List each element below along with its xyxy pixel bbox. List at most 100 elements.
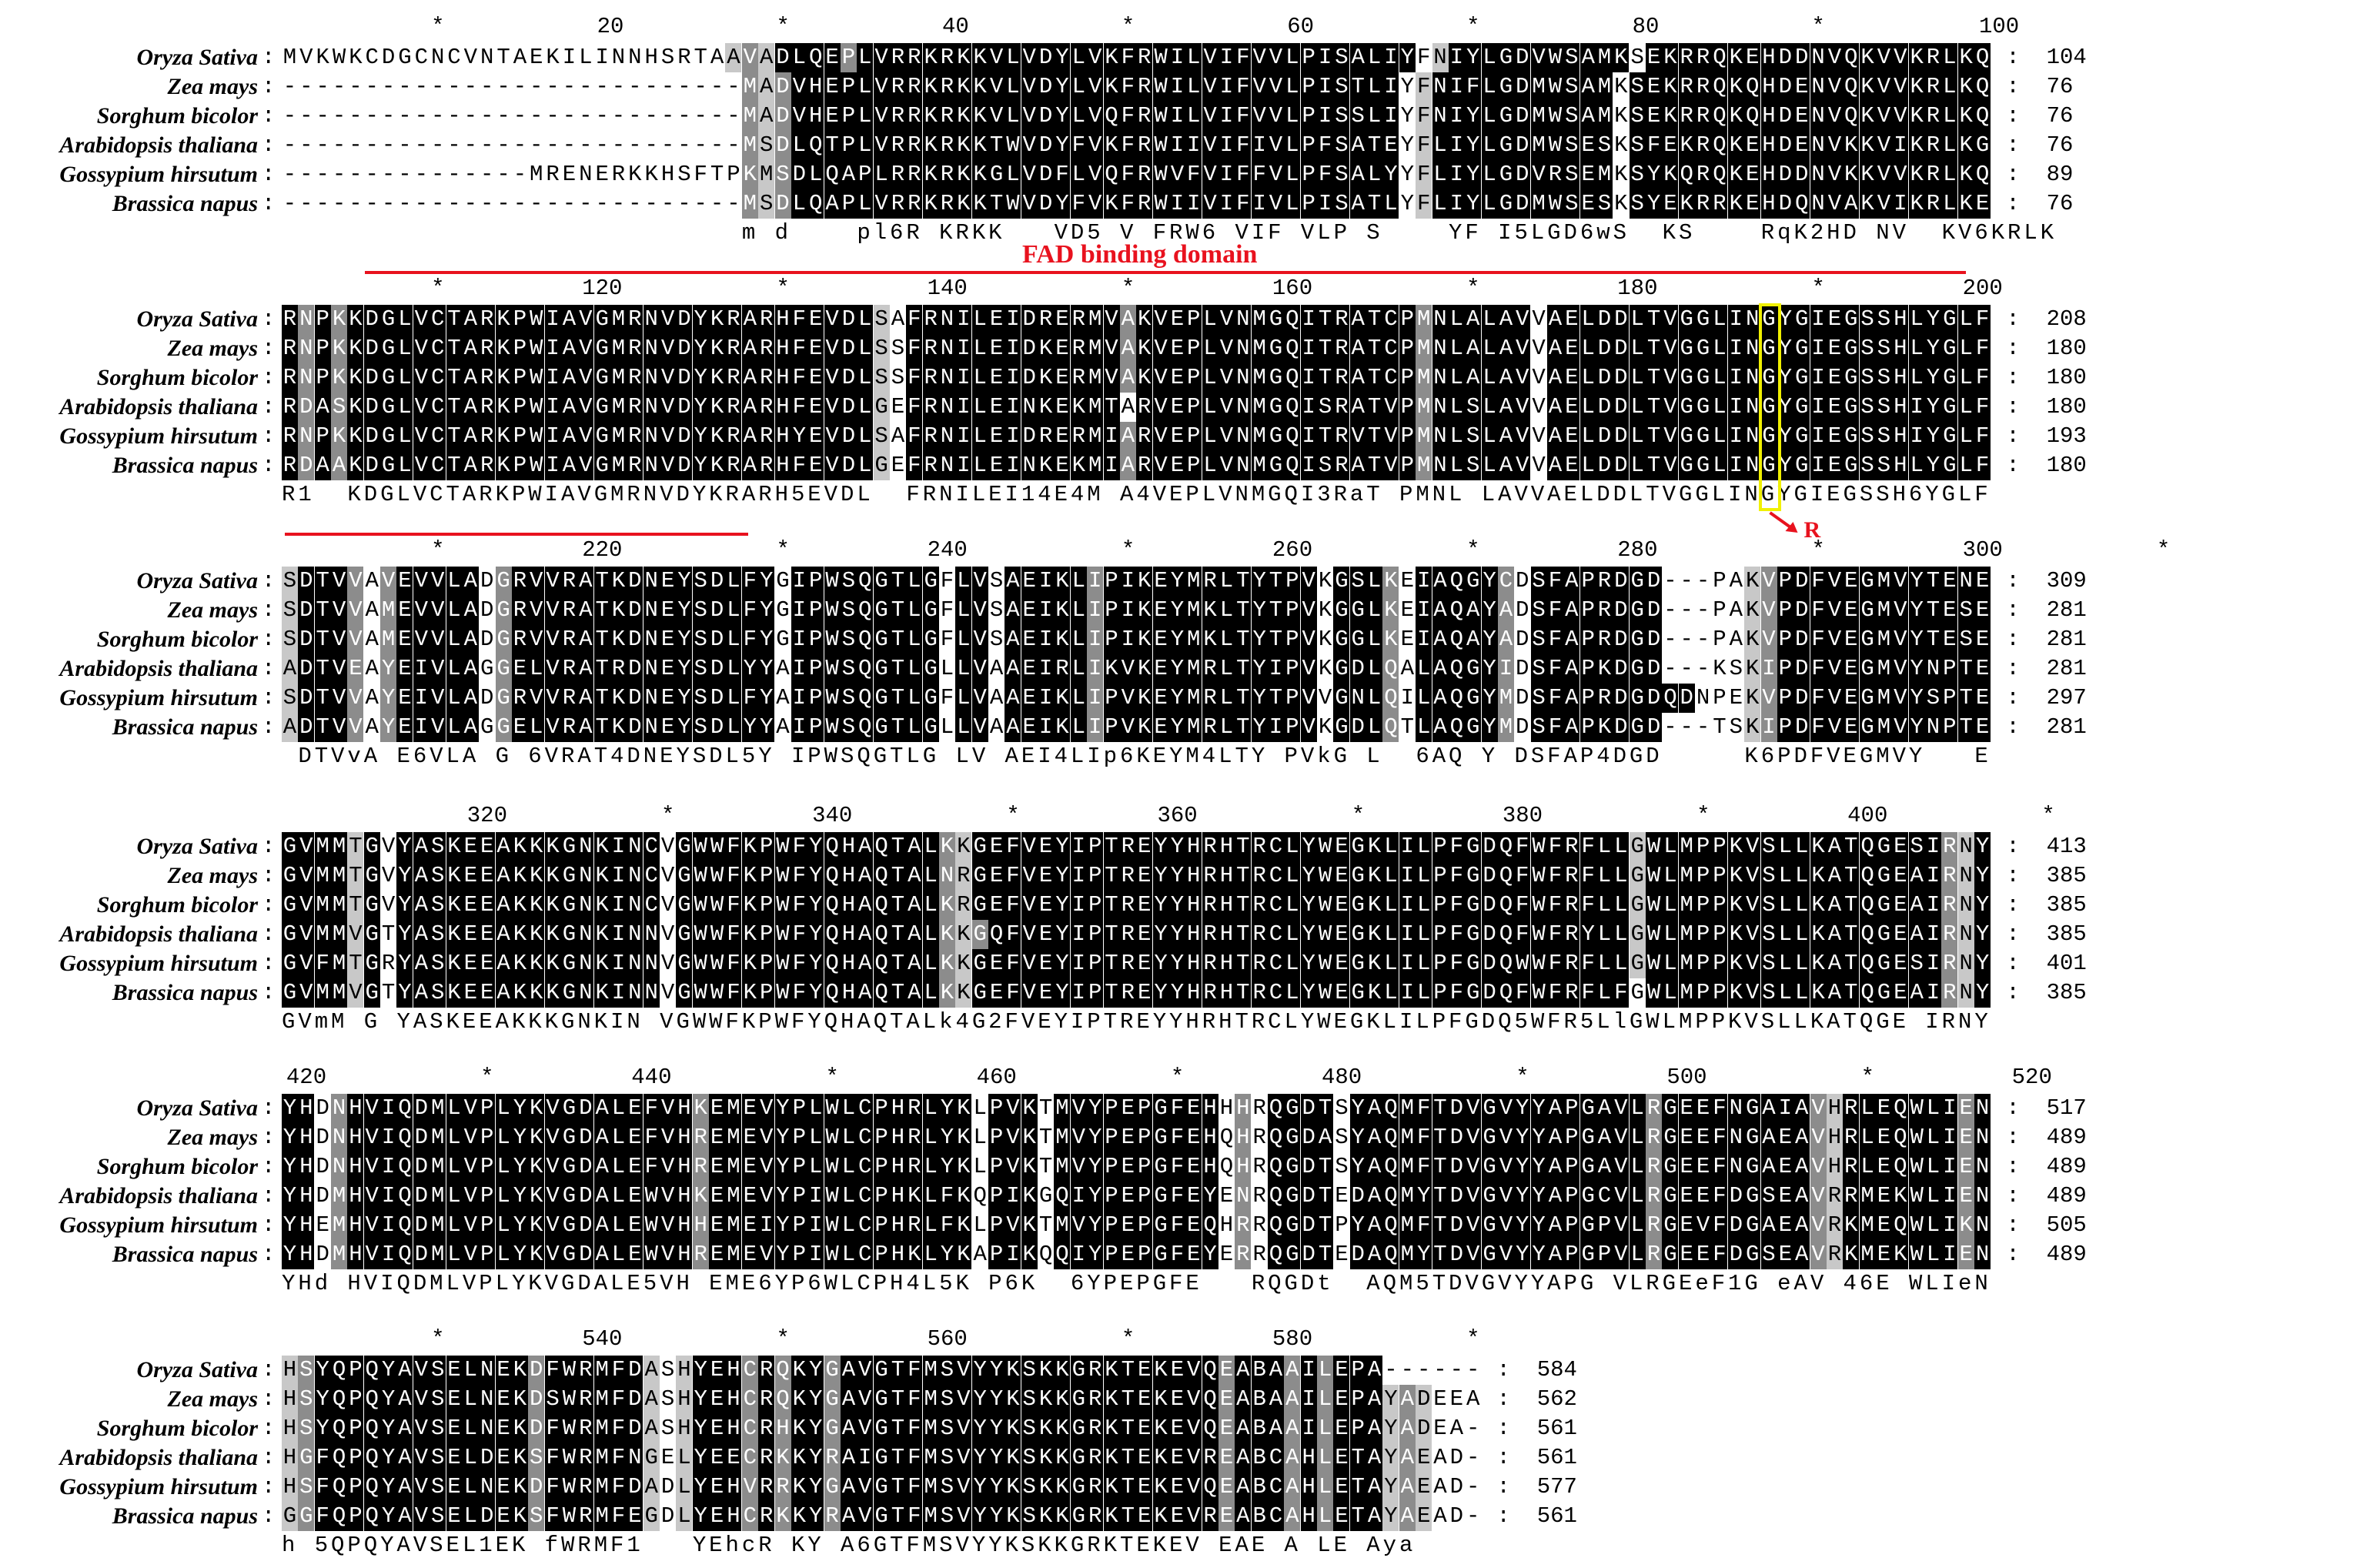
residue: T [1119,1473,1136,1502]
residue: P [1432,891,1449,920]
residue: D [1777,189,1793,219]
residue: A [1563,596,1580,625]
residue: K [1727,920,1744,949]
residue: V [1826,567,1843,596]
residue: D [840,422,857,451]
residue: S [430,949,446,978]
residue: G [922,625,939,654]
residue: H [676,1182,693,1211]
residue: L [1941,160,1958,189]
residue: P [1777,596,1793,625]
residue: H [298,1211,315,1240]
residue: H [282,1473,298,1502]
residue: L [1317,1443,1334,1473]
residue: E [660,1445,675,1470]
residue: D [298,713,315,742]
residue: E [709,1502,726,1531]
residue: F [1579,949,1596,978]
residue: M [1399,1123,1416,1152]
residue: L [922,1182,939,1211]
residue: D [381,45,396,70]
residue: N [643,920,660,949]
residue: M [725,1152,742,1182]
residue: V [430,684,446,713]
residue: L [922,1152,939,1182]
species-name: Sorghum bicolor [96,1416,258,1441]
residue: I [544,422,561,451]
residue: R [1843,1094,1860,1123]
residue: G [495,684,512,713]
residue: I [1892,189,1909,219]
residue: I [1119,625,1136,654]
residue: F [1005,832,1021,861]
residue: W [824,1240,841,1269]
residue: S [1629,131,1646,160]
residue: H [774,305,791,334]
residue: Y [1152,832,1169,861]
ruler-mark: * [1121,1326,1135,1352]
residue: D [1613,451,1630,480]
residue: G [1662,1182,1679,1211]
residue: R [1925,189,1941,219]
residue: I [544,451,561,480]
residue: G [1678,363,1695,393]
residue: E [1119,1123,1136,1152]
residue: P [511,393,528,422]
residue: M [331,978,348,1008]
residue: L [1793,949,1810,978]
residue: D [316,1183,329,1209]
residue: S [430,1356,446,1385]
residue: N [643,949,660,978]
residue: E [1449,1386,1464,1412]
residue: D [480,597,494,623]
residue: K [528,920,545,949]
residue: S [1530,596,1547,625]
residue: - [447,103,461,129]
residue: R [1070,422,1087,451]
residue: Y [1168,625,1185,654]
residue: G [1579,1240,1596,1269]
residue: Q [1382,654,1399,684]
residue: Q [857,596,874,625]
residue: R [560,654,577,684]
residue: A [840,1443,857,1473]
residue-count: : 281 [2006,714,2087,740]
residue: E [1335,1242,1349,1267]
residue: - [496,132,510,158]
residue: D [840,363,857,393]
residue: L [1416,654,1432,684]
residue: I [1448,102,1465,131]
residue: L [840,1240,857,1269]
residue: M [1875,713,1892,742]
residue: K [1957,131,1974,160]
residue: - [562,74,577,99]
residue: R [906,1152,923,1182]
residue: N [627,832,643,861]
residue: N [1432,305,1449,334]
residue: G [1465,861,1482,891]
residue: Y [1087,1182,1104,1211]
residue: K [1662,43,1679,72]
separator: : [262,365,276,390]
residue: V [660,393,677,422]
residue: V [1202,189,1218,219]
residue: P [758,861,775,891]
residue: I [1038,596,1055,625]
residue: H [676,1385,693,1414]
residue: D [363,363,380,393]
residue: E [891,453,905,478]
residue: E [479,949,496,978]
residue-count: : 489 [2006,1154,2087,1179]
residue: - [316,74,329,99]
residue: A [1760,1152,1777,1182]
residue: G [1695,305,1712,334]
residue: V [660,980,675,1005]
residue: H [1185,832,1202,861]
residue: D [791,160,807,189]
residue: D [1646,684,1663,713]
residue: G [1465,949,1482,978]
residue: Q [1284,305,1301,334]
residue: P [314,305,331,334]
residue: E [1957,1182,1974,1211]
